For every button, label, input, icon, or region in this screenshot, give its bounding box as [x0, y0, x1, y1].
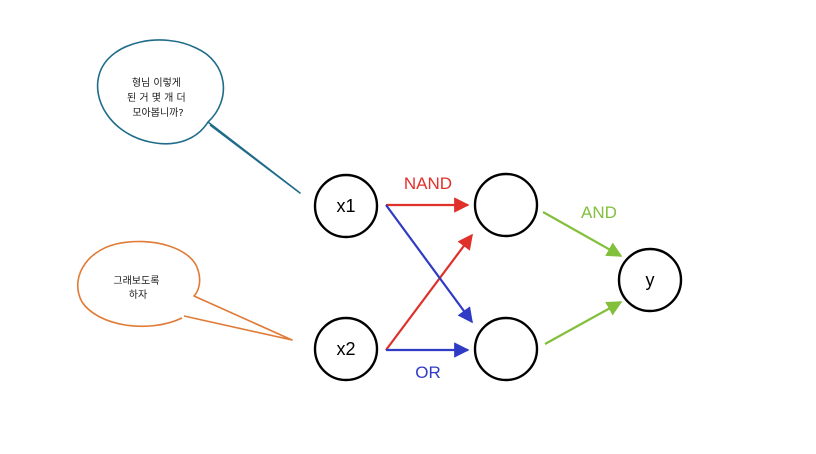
- edge-or-to-y: [544, 301, 623, 345]
- edge-x2-to-nand: [385, 233, 473, 351]
- speech-bubble-top: 형님 이렇게 된 거 몇 개 더 모아봅니까?: [96, 39, 301, 194]
- edge-label-and: AND: [581, 203, 617, 222]
- node-nand-output: [473, 172, 539, 238]
- node-x1: x1: [313, 173, 379, 239]
- speech-bubble-bottom-line-2: 하자: [129, 288, 147, 301]
- node-y: y: [617, 247, 683, 313]
- speech-bubble-bottom-outline: [77, 240, 293, 341]
- node-y-label: y: [646, 270, 655, 290]
- node-or-output: [473, 316, 539, 382]
- speech-bubble-top-line-3: 모아봅니까?: [132, 107, 183, 119]
- node-x2-label: x2: [336, 339, 355, 359]
- speech-bubble-top-line-1: 형님 이렇게: [132, 76, 181, 89]
- speech-bubble-bottom: 그래보도록 하자: [77, 240, 293, 341]
- speech-bubble-top-line-2: 된 거 몇 개 더: [127, 92, 186, 104]
- edge-label-or: OR: [415, 363, 441, 382]
- edge-x1-to-or: [385, 204, 473, 324]
- speech-bubble-top-outline: [96, 39, 301, 194]
- edge-label-nand: NAND: [404, 174, 452, 193]
- node-x2: x2: [313, 316, 379, 382]
- svg-text:형님 이렇게 된 거 몇 개 더 모: 형님 이렇게 된 거 몇 개 더 모아봅니까?: [127, 76, 189, 119]
- speech-bubble-bottom-line-1: 그래보도록: [113, 275, 159, 287]
- edges: [385, 197, 623, 358]
- node-x1-label: x1: [336, 196, 355, 216]
- edge-nand-to-y: [542, 211, 623, 257]
- svg-text:그래보도록 하자: 그래보도록 하자: [113, 275, 162, 301]
